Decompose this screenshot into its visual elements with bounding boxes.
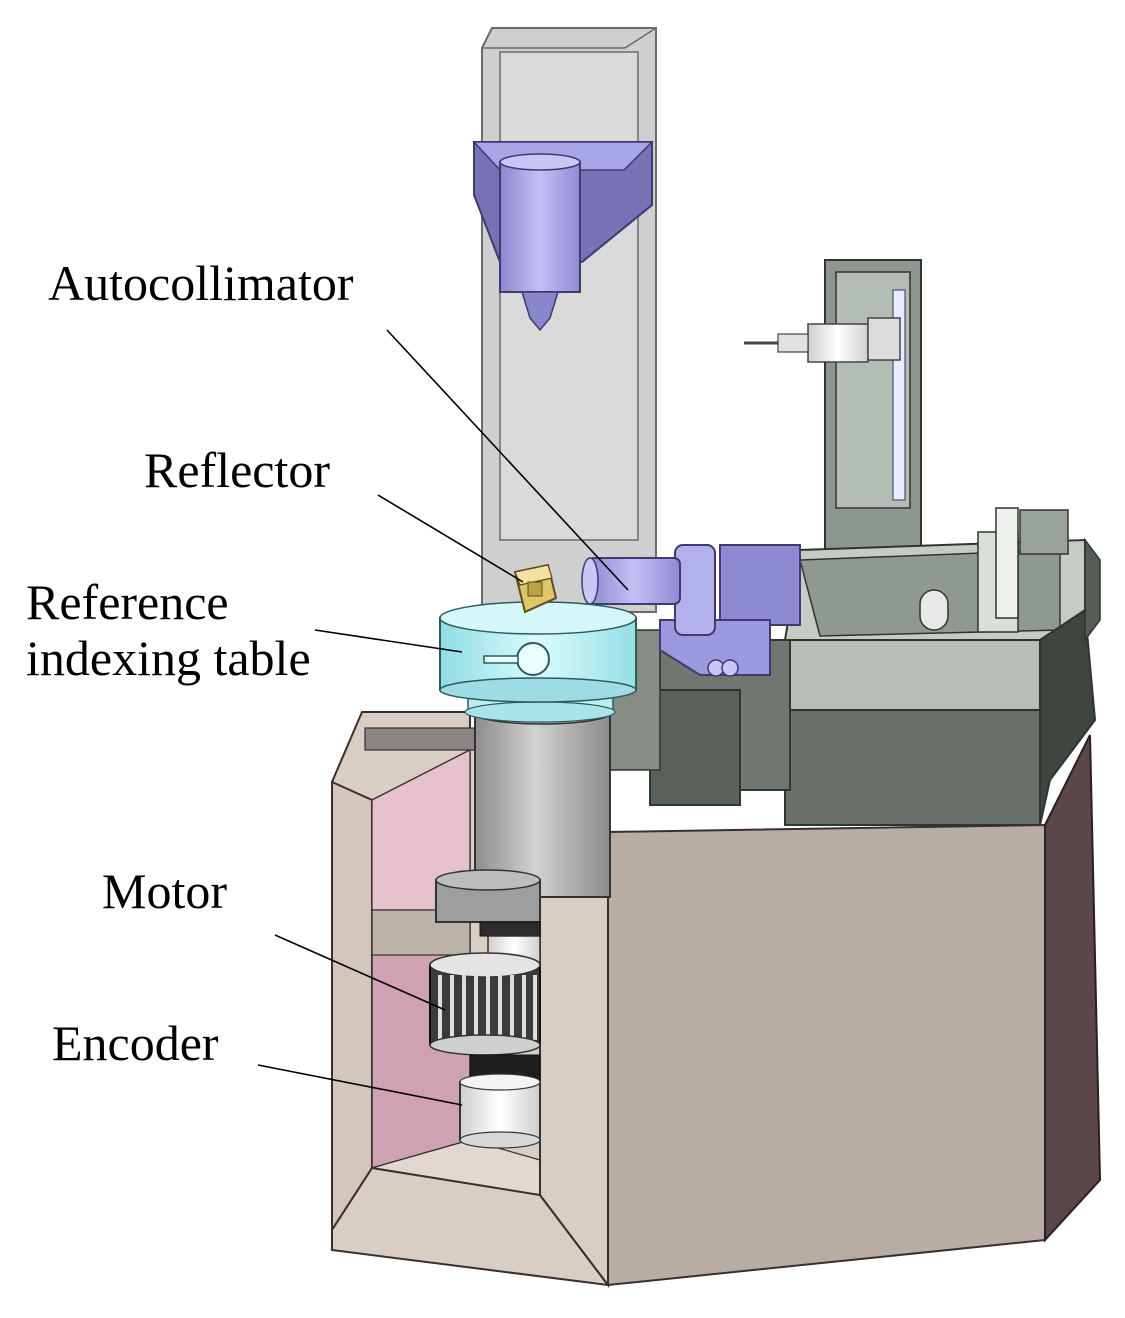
- right-column: [744, 259, 922, 561]
- machine-base: [331, 711, 1102, 1288]
- motor: [429, 952, 541, 1081]
- reflector: [513, 563, 558, 614]
- reference-table-label: Reference indexing table: [26, 574, 311, 686]
- reference-table-label-line2: indexing table: [26, 630, 311, 686]
- reflector-leader: [377, 494, 524, 583]
- encoder-label: Encoder: [52, 1015, 219, 1071]
- encoder-leader: [257, 1064, 463, 1106]
- reference-indexing-table: [439, 601, 637, 723]
- upper-autocollimator-mount: [472, 141, 654, 332]
- reflector-label: Reflector: [144, 442, 331, 498]
- encoder: [459, 1073, 541, 1149]
- autocollimator-leader: [386, 329, 629, 591]
- rear-column: [481, 27, 657, 613]
- right-housing: [783, 507, 1101, 826]
- reference-table-label-line1: Reference: [26, 574, 229, 630]
- motor-label: Motor: [102, 863, 227, 919]
- autocollimator-label: Autocollimator: [48, 255, 354, 311]
- autocollimator: [581, 544, 801, 677]
- reference-table-leader: [314, 629, 463, 653]
- motor-leader: [274, 934, 446, 1011]
- leader-lines: [257, 329, 629, 1106]
